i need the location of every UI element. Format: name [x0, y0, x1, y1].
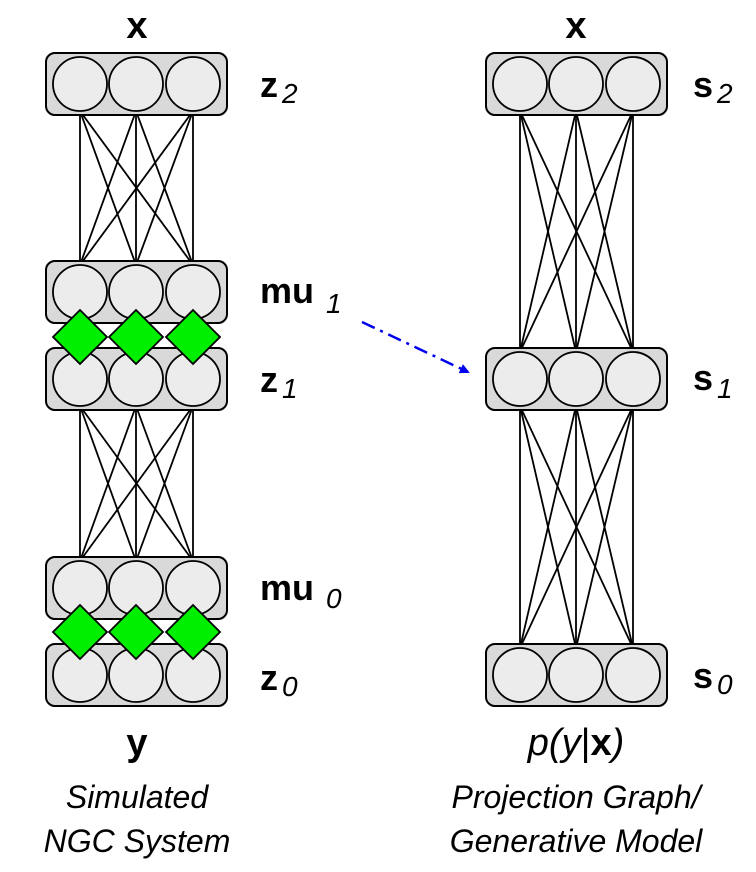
edges-left-lower-edge-2-1 — [135, 405, 194, 562]
diamonds-lower-diamond-1 — [107, 603, 165, 661]
right-upper-connections — [519, 110, 634, 353]
diamonds-upper-diamond-1 — [107, 308, 165, 366]
edges-right-upper-edge-2-0 — [519, 110, 634, 353]
right-caption-line1: Projection Graph/ — [451, 779, 703, 815]
layer-s1 — [485, 347, 668, 411]
right-lower-connections — [519, 405, 634, 649]
layer-s1-node-1 — [548, 351, 604, 407]
edges-right-lower-edge-2-1 — [575, 405, 634, 649]
layer-s2 — [485, 52, 668, 116]
layer-s0-node-0 — [492, 647, 548, 703]
right-top-label: x — [565, 5, 586, 47]
diamonds-upper-diamond-2 — [164, 308, 222, 366]
edges-right-upper-edge-1-0 — [519, 110, 577, 353]
layer-s0-node-2 — [605, 647, 661, 703]
edges-left-upper-edge-1-0 — [79, 110, 137, 266]
formula-p-y-given-x: p(y|x) — [527, 722, 624, 764]
layer-mu0 — [45, 556, 228, 620]
layer-z1 — [45, 347, 228, 411]
layer-s1-node-2 — [605, 351, 661, 407]
layer-z2-node-1 — [108, 56, 164, 112]
edges-right-upper-edge-2-1 — [575, 110, 634, 353]
right-caption-line2: Generative Model — [450, 823, 703, 859]
diamond-row-upper — [51, 308, 222, 366]
layer-z2-node-2 — [165, 56, 221, 112]
layer-s2-node-1 — [548, 56, 604, 112]
left-caption-line1: Simulated — [66, 779, 210, 815]
layer-z2 — [45, 52, 228, 116]
edges-left-upper-edge-2-0 — [79, 110, 194, 266]
left-lower-connections — [79, 405, 194, 562]
layer-mu1 — [45, 260, 228, 324]
edges-right-lower-edge-1-0 — [519, 405, 577, 649]
diamond-row-lower — [51, 603, 222, 661]
mapping-arrow — [361, 320, 470, 374]
edges-left-lower-edge-1-0 — [79, 405, 137, 562]
left-caption-line2: NGC System — [44, 823, 231, 859]
layer-s0 — [485, 643, 668, 707]
layer-s2-node-0 — [492, 56, 548, 112]
diamonds-lower-diamond-0 — [51, 603, 109, 661]
edges-left-upper-edge-2-1 — [135, 110, 194, 266]
left-upper-connections — [79, 110, 194, 266]
layer-s0-node-1 — [548, 647, 604, 703]
left-top-label: x — [126, 5, 147, 47]
left-bottom-label: y — [126, 722, 147, 764]
diamonds-lower-diamond-2 — [164, 603, 222, 661]
layer-s2-node-2 — [605, 56, 661, 112]
diamonds-upper-diamond-0 — [51, 308, 109, 366]
layer-s1-node-0 — [492, 351, 548, 407]
layer-z2-node-0 — [52, 56, 108, 112]
edges-left-lower-edge-2-0 — [79, 405, 194, 562]
edges-right-lower-edge-2-0 — [519, 405, 634, 649]
